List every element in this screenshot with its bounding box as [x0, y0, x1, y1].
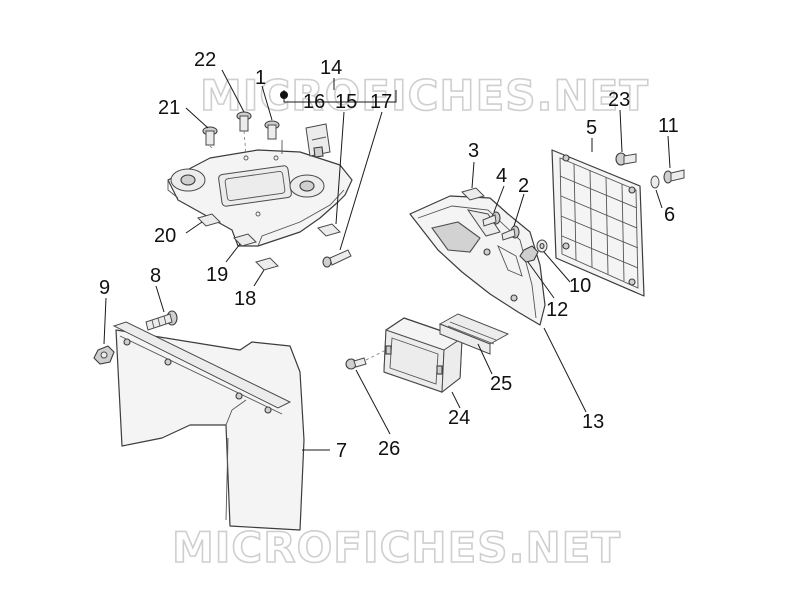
- leader-lines: [103, 69, 671, 451]
- part-label-21: 21: [158, 97, 180, 119]
- part-label-3: 3: [468, 140, 479, 162]
- part-label-2: 2: [518, 175, 529, 197]
- part-label-14: 14: [320, 57, 342, 79]
- nut-20: [197, 213, 221, 227]
- nut-3: [461, 187, 485, 201]
- screw-4: [482, 211, 501, 227]
- part-label-1: 1: [255, 67, 266, 89]
- part-label-13: 13: [582, 411, 604, 433]
- part-label-22: 22: [194, 49, 216, 71]
- part-label-16: 16: [303, 91, 325, 113]
- screw-11: [663, 169, 685, 184]
- clip-16: [305, 123, 331, 158]
- nut-18: [255, 257, 279, 271]
- part-label-5: 5: [586, 117, 597, 139]
- nut-12: [519, 245, 539, 263]
- part-label-25: 25: [490, 373, 512, 395]
- lens-25: [438, 313, 510, 355]
- bolt-8: [145, 310, 178, 331]
- screw-1: [264, 120, 280, 140]
- part-label-17: 17: [370, 91, 392, 113]
- part-label-11: 11: [658, 115, 679, 137]
- washer-6: [650, 175, 660, 189]
- part-label-4: 4: [496, 165, 507, 187]
- rear-tray-cover: [167, 140, 353, 247]
- pin-17: [322, 249, 352, 268]
- screw-21: [202, 126, 218, 149]
- part-label-6: 6: [664, 204, 675, 226]
- mudguard-7: [112, 321, 305, 531]
- washer-10-hole: [539, 242, 545, 250]
- part-label-8: 8: [150, 265, 161, 287]
- license-light-24: [383, 317, 463, 394]
- nut-9: [93, 345, 115, 365]
- kit-marker-dot: [280, 91, 288, 99]
- part-label-15: 15: [335, 91, 357, 113]
- screw-22: [236, 111, 252, 156]
- nut-19: [233, 233, 257, 247]
- part-label-10: 10: [569, 275, 591, 297]
- part-label-24: 24: [448, 407, 470, 429]
- watermark-top: MICROFICHES.NET: [200, 71, 649, 120]
- part-label-12: 12: [546, 299, 568, 321]
- screw-26: [345, 349, 387, 370]
- screw-2: [501, 225, 520, 241]
- watermark-bottom: MICROFICHES.NET: [172, 523, 621, 572]
- screw-23: [615, 152, 637, 166]
- plate-holder-5: [551, 149, 645, 297]
- part-label-9: 9: [99, 277, 110, 299]
- part-label-20: 20: [154, 225, 176, 247]
- part-label-7: 7: [336, 440, 347, 462]
- part-label-23: 23: [608, 89, 630, 111]
- part-label-19: 19: [206, 264, 228, 286]
- part-label-26: 26: [378, 438, 400, 460]
- part-label-18: 18: [234, 288, 256, 310]
- nut-15: [317, 223, 341, 237]
